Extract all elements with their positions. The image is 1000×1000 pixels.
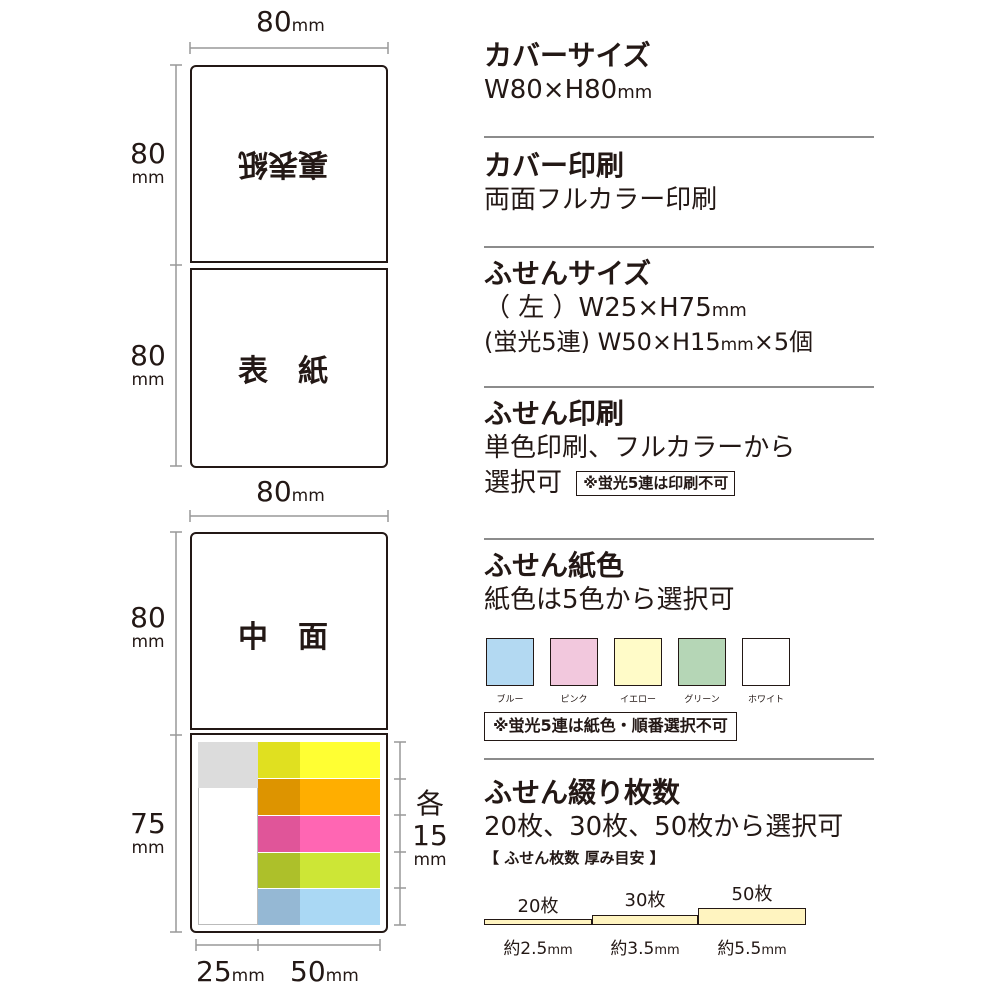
sheet-count-heading: ふせん綴り枚数 — [484, 776, 681, 809]
spec-cover-print: カバー印刷 両面フルカラー印刷 — [484, 148, 874, 218]
divider — [484, 386, 874, 388]
fluorescent-strip-green — [258, 853, 380, 888]
pad-count-label: 30枚 — [624, 890, 666, 911]
inner-page-panel — [190, 532, 388, 730]
back-cover-panel — [190, 65, 388, 263]
fluorescent-strip-blue — [258, 889, 380, 925]
sticky-size-fluorescent: (蛍光5連) W50×H15mm×5個 — [484, 328, 814, 357]
sticky-print-line1: 単色印刷、フルカラーから — [484, 433, 796, 463]
pad-thickness-label: 約3.5mm — [592, 934, 698, 959]
color-swatch-name: グリーン — [684, 695, 720, 705]
pad-thickness-value: 約5.5 — [717, 939, 762, 959]
left-sticky-width-label: 25mm — [196, 955, 265, 988]
color-swatch-name: ホワイト — [747, 695, 784, 705]
sticky-print-note: ※蛍光5連は印刷不可 — [576, 470, 736, 497]
color-swatch — [742, 638, 790, 686]
back-cover-label: 裏表紙 — [238, 146, 328, 181]
spec-sticky-print: ふせん印刷 単色印刷、フルカラーから 選択可 ※蛍光5連は印刷不可 — [484, 396, 874, 501]
right-strip-width-label: 50mm — [290, 955, 359, 988]
spec-sheet-count: ふせん綴り枚数 20枚、30枚、50枚から選択可 【 ふせん枚数 厚み目安 】 — [484, 775, 874, 868]
divider — [484, 758, 874, 760]
pad-thickness-value: 約2.5 — [503, 939, 548, 959]
thickness-pad — [698, 908, 806, 925]
spec-paper-color: ふせん紙色 紙色は5色から選択可 — [484, 548, 874, 618]
thickness-guide-title: 【 ふせん枚数 厚み目安 】 — [484, 849, 665, 868]
cover-size-value: W80×H80mm — [484, 75, 653, 105]
sticky-size-heading: ふせんサイズ — [484, 257, 652, 290]
pad-thickness-unit: mm — [547, 943, 573, 958]
color-swatch-name: ブルー — [496, 695, 524, 705]
front-cover-panel — [190, 268, 388, 468]
color-swatch — [486, 638, 534, 686]
divider — [484, 538, 874, 540]
pad-count-label: 50枚 — [731, 884, 773, 905]
spec-cover-size: カバーサイズ W80×H80mm — [484, 38, 874, 108]
cover-print-value: 両面フルカラー印刷 — [484, 185, 718, 215]
pad-thickness-label: 約5.5mm — [698, 934, 806, 959]
cover-print-heading: カバー印刷 — [484, 149, 625, 182]
paper-color-value: 紙色は5色から選択可 — [484, 585, 735, 615]
pad-thickness-label: 約2.5mm — [484, 934, 592, 959]
color-swatch — [678, 638, 726, 686]
front-cover-label: 表 紙 — [238, 354, 328, 389]
color-swatch — [550, 638, 598, 686]
pad-thickness-value: 約3.5 — [610, 939, 655, 959]
divider — [484, 246, 874, 248]
color-swatch-name: ピンク — [560, 695, 588, 705]
pad-thickness-unit: mm — [654, 943, 680, 958]
thickness-pad — [592, 915, 698, 925]
spec-sticky-size: ふせんサイズ （ 左 ）W25×H75mm (蛍光5連) W50×H15mm×5… — [484, 256, 874, 358]
inner-page-label: 中 面 — [238, 620, 328, 655]
sticky-print-heading: ふせん印刷 — [484, 397, 625, 430]
divider — [484, 136, 874, 138]
cover-width-label: 80mm — [256, 5, 325, 38]
each-strip-height-label: 各 15 mm — [412, 787, 448, 870]
paper-color-note: ※蛍光5連は紙色・順番選択不可 — [484, 712, 737, 741]
color-swatch-name: イエロー — [620, 695, 656, 705]
sticky-print-line2: 選択可 ※蛍光5連は印刷不可 — [484, 466, 874, 501]
pad-count-label: 20枚 — [517, 896, 559, 917]
inner-width-label: 80mm — [256, 475, 325, 508]
thickness-pad — [484, 919, 592, 925]
fluorescent-strip-orange — [258, 779, 380, 815]
cover-size-heading: カバーサイズ — [484, 39, 651, 72]
paper-color-note-wrap: ※蛍光5連は紙色・順番選択不可 — [484, 712, 737, 741]
sticky-size-left: （ 左 ）W25×H75mm — [484, 293, 747, 323]
pad-thickness-unit: mm — [761, 943, 787, 958]
fluorescent-strip-pink — [258, 816, 380, 852]
fluorescent-strip-yellow — [258, 742, 380, 778]
color-swatch — [614, 638, 662, 686]
paper-color-heading: ふせん紙色 — [484, 549, 625, 582]
left-sticky-tab — [198, 742, 258, 788]
sheet-count-value: 20枚、30枚、50枚から選択可 — [484, 812, 844, 842]
